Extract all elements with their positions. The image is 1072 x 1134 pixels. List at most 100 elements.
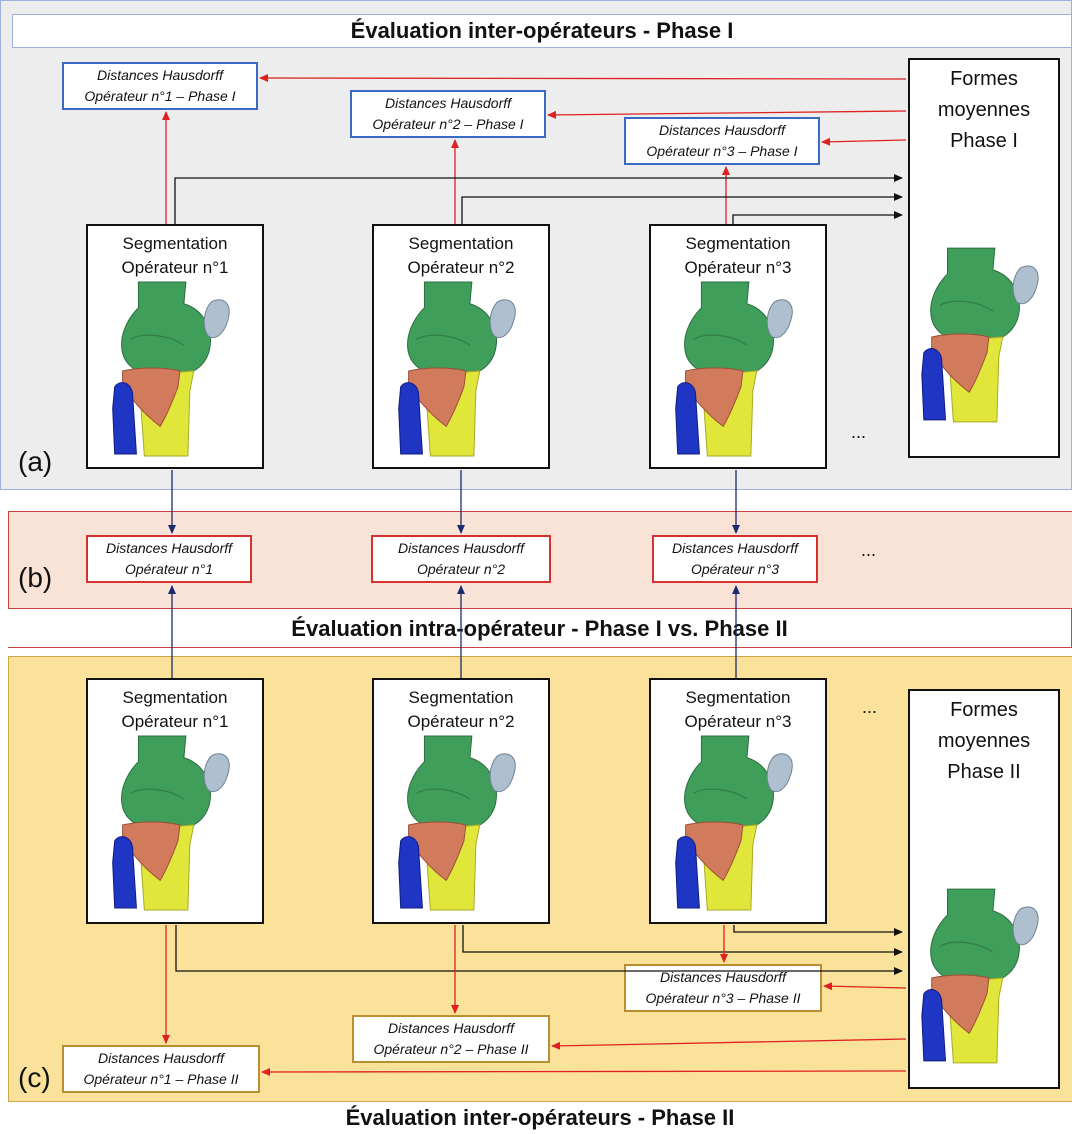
mean-shapes-line: Formes bbox=[950, 699, 1018, 721]
patella bbox=[489, 753, 516, 793]
knee-3d-model bbox=[398, 735, 516, 911]
knee-3d-model bbox=[112, 281, 230, 457]
fibula bbox=[921, 348, 947, 421]
knee-3d-model bbox=[921, 888, 1039, 1064]
panel-c-label: (c) bbox=[18, 1062, 51, 1093]
segmentation-operator: Opérateur n°1 bbox=[121, 712, 229, 731]
segmentation-op2-phase1: Segmentation Opérateur n°2 bbox=[372, 224, 550, 469]
hausdorff-box-op2-phase1: Distances Hausdorff Opérateur n°2 – Phas… bbox=[350, 90, 546, 138]
hausdorff-box-title: Distances Hausdorff bbox=[387, 1020, 515, 1036]
fibula bbox=[921, 989, 947, 1062]
tibia-plateau bbox=[122, 821, 181, 882]
hausdorff-box-subtitle: Opérateur n°1 bbox=[124, 561, 214, 577]
mean-shapes-line: Phase II bbox=[947, 761, 1021, 783]
segmentation-op3-phase1: Segmentation Opérateur n°3 bbox=[649, 224, 827, 469]
mean-shapes-line: moyennes bbox=[937, 99, 1031, 121]
mean-shapes-line: Phase I bbox=[950, 130, 1018, 152]
mean-shapes-line: Formes bbox=[950, 68, 1018, 90]
hausdorff-box-subtitle: Opérateur n°3 – Phase I bbox=[646, 143, 798, 159]
knee-3d-model bbox=[921, 247, 1039, 423]
segmentation-op1-phase1: Segmentation Opérateur n°1 bbox=[86, 224, 264, 469]
fibula bbox=[675, 836, 700, 909]
arrow-seg3-to-mean-phase1 bbox=[732, 211, 903, 224]
patella bbox=[1012, 906, 1039, 946]
arrow-seg2-to-mean-phase1 bbox=[461, 193, 903, 224]
patella bbox=[766, 753, 793, 793]
knee-3d-model bbox=[675, 735, 793, 911]
segmentation-title: Segmentation bbox=[122, 234, 228, 253]
knee-3d-model bbox=[398, 281, 516, 457]
tibia-plateau bbox=[931, 974, 990, 1034]
segmentation-title: Segmentation bbox=[122, 688, 228, 707]
segmentation-op1-phase2: Segmentation Opérateur n°1 bbox=[86, 678, 264, 924]
hausdorff-box-title: Distances Hausdorff bbox=[105, 540, 233, 556]
arrow-mean-to-hd2-phase1 bbox=[547, 110, 907, 119]
hausdorff-box-op2-intra: Distances Hausdorff Opérateur n°2 bbox=[371, 535, 551, 583]
femur-condyle bbox=[130, 788, 185, 800]
tibia-plateau bbox=[931, 333, 990, 393]
panel-a-title: Évaluation inter-opérateurs - Phase I bbox=[12, 14, 1072, 48]
segmentation-title: Segmentation bbox=[685, 688, 791, 707]
arrow-mean-to-hd3-phase2 bbox=[823, 982, 907, 991]
femur-condyle bbox=[939, 941, 994, 953]
tibia-plateau bbox=[408, 367, 467, 428]
mean-shapes-phase2: Formes moyennes Phase II bbox=[908, 689, 1060, 1089]
fibula bbox=[398, 382, 423, 455]
hausdorff-box-op1-phase1: Distances Hausdorff Opérateur n°1 – Phas… bbox=[62, 62, 258, 110]
hausdorff-box-subtitle: Opérateur n°2 – Phase II bbox=[373, 1041, 529, 1057]
more-operators-ellipsis: ... bbox=[861, 540, 877, 560]
patella bbox=[766, 299, 793, 339]
panel-a-label: (a) bbox=[18, 446, 53, 477]
segmentation-operator: Opérateur n°3 bbox=[684, 258, 792, 277]
hausdorff-box-op1-intra: Distances Hausdorff Opérateur n°1 bbox=[86, 535, 252, 583]
tibia-plateau bbox=[122, 367, 181, 428]
hausdorff-box-op2-phase2: Distances Hausdorff Opérateur n°2 – Phas… bbox=[352, 1015, 550, 1063]
hausdorff-box-op1-phase2: Distances Hausdorff Opérateur n°1 – Phas… bbox=[62, 1045, 260, 1093]
arrow-mean-to-hd2-phase2 bbox=[551, 1038, 907, 1050]
patella bbox=[489, 299, 516, 339]
segmentation-operator: Opérateur n°1 bbox=[121, 258, 229, 277]
knee-3d-model bbox=[675, 281, 793, 457]
segmentation-operator: Opérateur n°3 bbox=[684, 712, 792, 731]
hausdorff-box-title: Distances Hausdorff bbox=[659, 969, 787, 985]
tibia-plateau bbox=[408, 821, 467, 882]
femur-condyle bbox=[416, 334, 471, 346]
arrow-mean-to-hd3-phase1 bbox=[821, 137, 907, 146]
hausdorff-box-title: Distances Hausdorff bbox=[397, 540, 525, 556]
hausdorff-box-title: Distances Hausdorff bbox=[96, 67, 224, 83]
hausdorff-box-title: Distances Hausdorff bbox=[658, 122, 786, 138]
arrow-mean-to-hd1-phase1 bbox=[259, 74, 907, 83]
hausdorff-box-title: Distances Hausdorff bbox=[671, 540, 799, 556]
tibia-plateau bbox=[685, 367, 744, 428]
panel-c-title: Évaluation inter-opérateurs - Phase II bbox=[8, 1101, 1072, 1133]
femur-condyle bbox=[130, 334, 185, 346]
fibula bbox=[112, 836, 137, 909]
femur-condyle bbox=[693, 788, 748, 800]
hausdorff-box-subtitle: Opérateur n°2 bbox=[416, 561, 506, 577]
hausdorff-box-subtitle: Opérateur n°3 – Phase II bbox=[645, 990, 801, 1006]
segmentation-op2-phase2: Segmentation Opérateur n°2 bbox=[372, 678, 550, 924]
femur-condyle bbox=[416, 788, 471, 800]
hausdorff-box-subtitle: Opérateur n°1 – Phase II bbox=[83, 1071, 239, 1087]
femur-condyle bbox=[939, 300, 994, 312]
hausdorff-box-title: Distances Hausdorff bbox=[97, 1050, 225, 1066]
hausdorff-box-op3-phase2: Distances Hausdorff Opérateur n°3 – Phas… bbox=[624, 964, 822, 1012]
fibula bbox=[675, 382, 700, 455]
hausdorff-box-op3-intra: Distances Hausdorff Opérateur n°3 bbox=[652, 535, 818, 583]
segmentation-operator: Opérateur n°2 bbox=[407, 258, 515, 277]
more-operators-ellipsis: ... bbox=[851, 422, 867, 442]
hausdorff-box-subtitle: Opérateur n°2 – Phase I bbox=[372, 116, 524, 132]
patella bbox=[203, 299, 230, 339]
segmentation-operator: Opérateur n°2 bbox=[407, 712, 515, 731]
more-operators-ellipsis: ... bbox=[862, 697, 878, 717]
panel-b-label: (b) bbox=[18, 562, 53, 593]
segmentation-op3-phase2: Segmentation Opérateur n°3 bbox=[649, 678, 827, 924]
hausdorff-box-subtitle: Opérateur n°3 bbox=[690, 561, 780, 577]
femur-condyle bbox=[693, 334, 748, 346]
hausdorff-box-op3-phase1: Distances Hausdorff Opérateur n°3 – Phas… bbox=[624, 117, 820, 165]
knee-3d-model bbox=[112, 735, 230, 911]
arrow-mean-to-hd1-phase2 bbox=[261, 1067, 907, 1076]
arrow-seg3-to-mean-phase2 bbox=[733, 925, 903, 936]
patella bbox=[203, 753, 230, 793]
